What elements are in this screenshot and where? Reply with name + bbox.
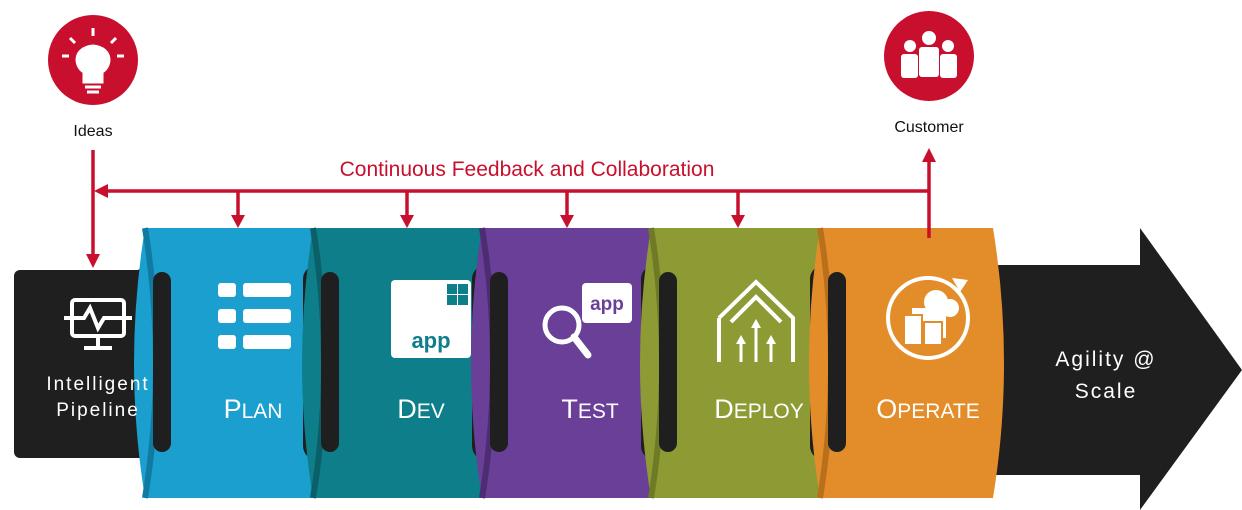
stage-0: PLAN <box>134 227 329 499</box>
pipeline-label-line2: Pipeline <box>56 400 140 421</box>
stage-body <box>640 228 835 498</box>
app-label: app <box>411 328 450 353</box>
magnifier-app-icon: app <box>542 283 632 359</box>
app-window-icon: app <box>391 280 471 358</box>
list-icon <box>218 283 291 349</box>
stage-body <box>809 228 1004 498</box>
stage-opening <box>321 272 339 452</box>
monitor-pulse-icon <box>64 298 132 350</box>
ideas-label: Ideas <box>73 123 112 140</box>
stage-label: DEV <box>397 394 445 424</box>
agility-label-line1: Agility @ <box>1055 348 1156 371</box>
agility-arrow <box>980 228 1242 510</box>
agility-label-line2: Scale <box>1075 380 1138 403</box>
stage-label: TEST <box>561 394 619 424</box>
people-icon <box>901 31 957 78</box>
stage-label: DEPLOY <box>714 394 804 424</box>
customer-label: Customer <box>894 119 964 136</box>
cloud-server-cycle-icon <box>886 276 970 360</box>
stage-opening <box>153 272 171 452</box>
lightbulb-icon <box>62 28 124 94</box>
stage-4: OPERATE <box>809 227 1004 499</box>
stage-label: PLAN <box>224 394 283 424</box>
pipeline-label-line1: Intelligent <box>46 374 149 395</box>
stage-3: DEPLOY <box>640 227 835 499</box>
stage-opening <box>490 272 508 452</box>
stage-opening <box>828 272 846 452</box>
upload-arrows-icon <box>717 279 795 362</box>
stage-label: OPERATE <box>876 394 979 424</box>
stage-opening <box>659 272 677 452</box>
app-label: app <box>590 294 624 315</box>
feedback-loop <box>86 148 936 268</box>
feedback-label: Continuous Feedback and Collaboration <box>340 158 715 181</box>
